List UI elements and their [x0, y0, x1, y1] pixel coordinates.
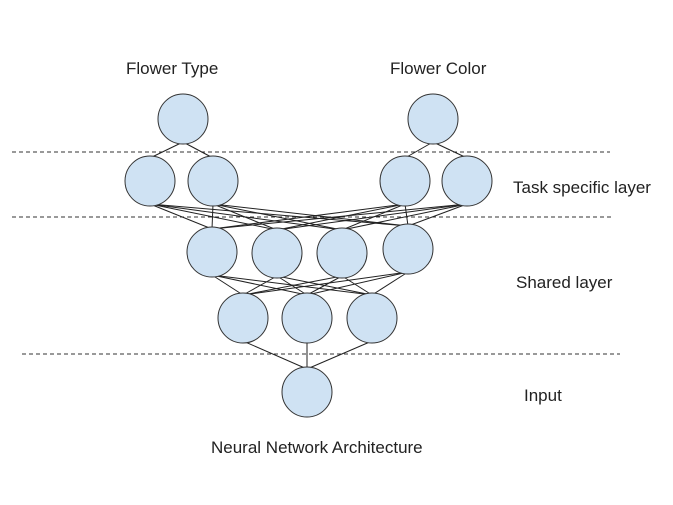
edge-ts3-sh2 [276, 203, 406, 231]
edge-sl3-in [306, 340, 373, 370]
edge-sh3-sl1 [242, 275, 343, 296]
task-specific-layer-label: Task specific layer [513, 178, 651, 197]
edge-out-type-ts2 [182, 141, 214, 159]
output-label-flower-type: Flower Type [126, 59, 219, 78]
edge-ts4-sh1 [211, 203, 468, 230]
edge-ts3-sh1 [211, 203, 406, 230]
edge-out-type-ts1 [149, 141, 184, 159]
edge-ts4-sh4 [407, 203, 468, 227]
edge-ts1-sh1 [149, 203, 213, 230]
task-node-color-2 [441, 155, 493, 207]
shared-lower-node-2 [281, 292, 333, 344]
edge-out-color-ts4 [432, 141, 468, 159]
edge-ts4-sh2 [276, 203, 468, 231]
edge-sh3-sl2 [306, 275, 343, 296]
input-layer-label: Input [524, 386, 562, 405]
diagram-caption: Neural Network Architecture [211, 438, 423, 457]
task-node-type-1 [124, 155, 176, 207]
shared-node-3 [316, 227, 368, 279]
edge-sh2-sl1 [242, 275, 278, 296]
edge-ts2-sh2 [212, 203, 278, 231]
input-node [281, 366, 333, 418]
edge-sh1-sl1 [211, 274, 244, 296]
task-node-color-1 [379, 155, 431, 207]
output-node-flower-color [407, 93, 459, 145]
task-node-type-2 [187, 155, 239, 207]
output-label-flower-color: Flower Color [390, 59, 487, 78]
edge-sh3-sl3 [341, 275, 373, 296]
edge-sl1-in [242, 340, 308, 370]
edge-out-color-ts3 [404, 141, 434, 159]
shared-lower-node-1 [217, 292, 269, 344]
shared-node-1 [186, 226, 238, 278]
edge-ts4-sh3 [341, 203, 468, 231]
edge-ts1-sh2 [149, 203, 278, 231]
edge-sh4-sl3 [371, 271, 409, 296]
edge-ts2-sh3 [212, 203, 343, 231]
edge-ts2-sh1 [211, 203, 214, 230]
edge-sh4-sl1 [242, 271, 409, 296]
edge-sh1-sl2 [211, 274, 308, 296]
shared-lower-node-3 [346, 292, 398, 344]
edge-sh4-sl2 [306, 271, 409, 296]
edge-ts1-sh4 [149, 203, 409, 227]
shared-node-4 [382, 223, 434, 275]
shared-layer-label: Shared layer [516, 273, 613, 292]
edge-ts2-sh4 [212, 203, 409, 227]
output-node-flower-type [157, 93, 209, 145]
edge-ts3-sh4 [404, 203, 409, 227]
shared-node-2 [251, 227, 303, 279]
